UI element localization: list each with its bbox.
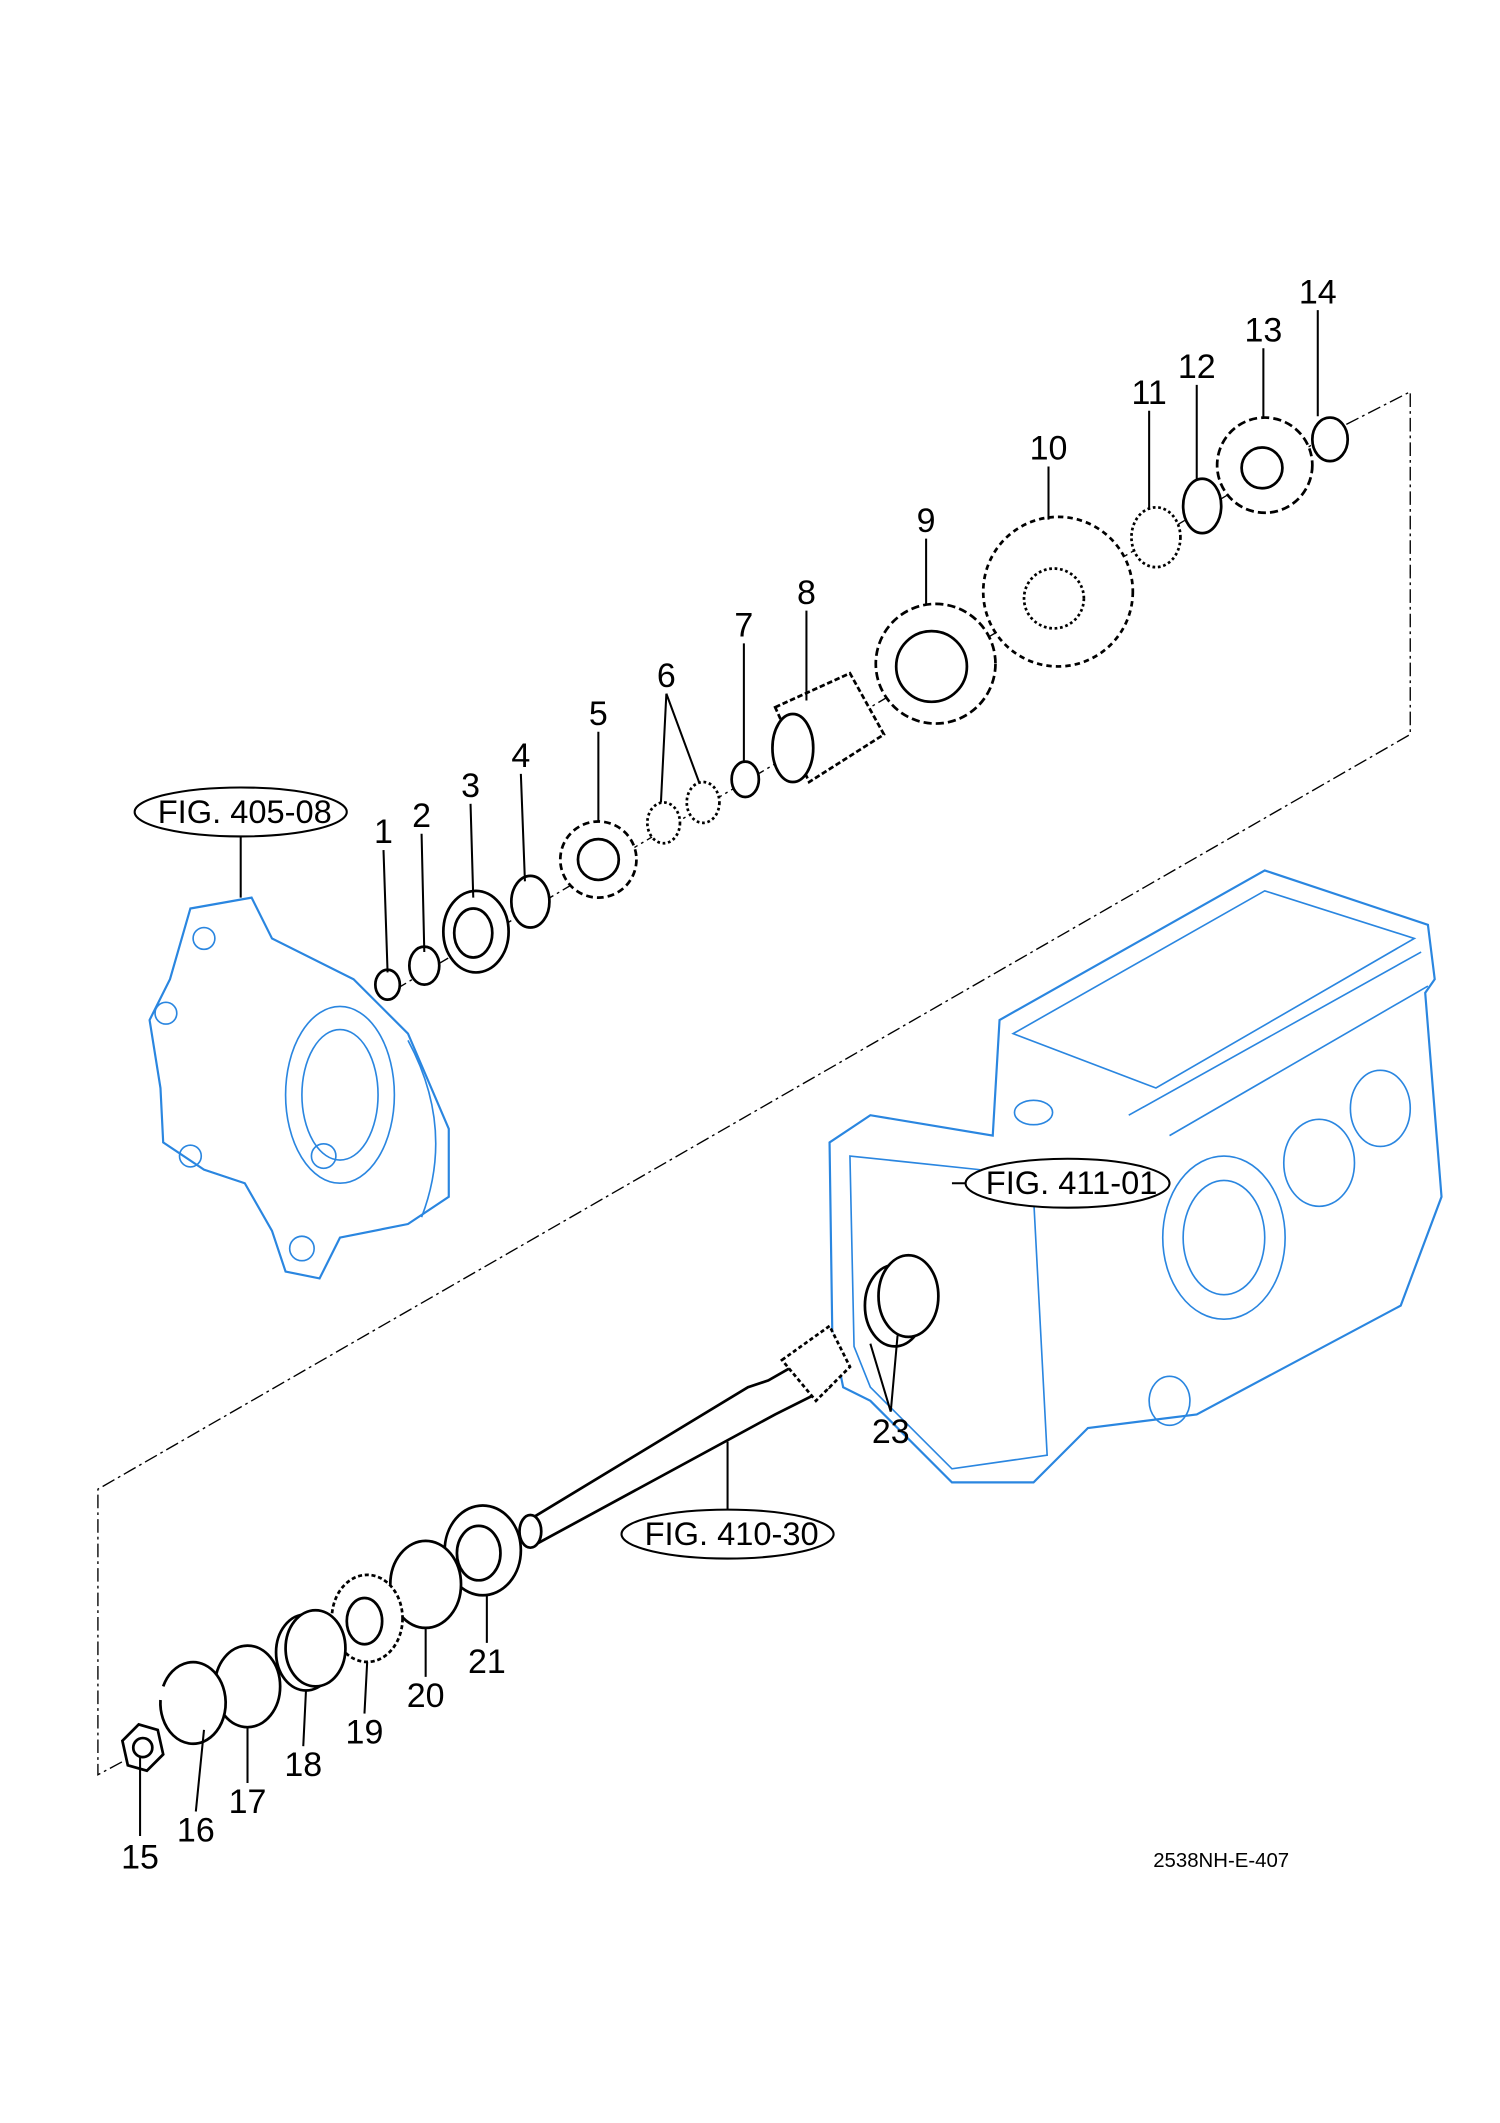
callout-16: 16: [177, 1811, 215, 1849]
fig-ref-label: FIG. 411-01: [986, 1164, 1158, 1201]
callout-6: 6: [657, 657, 676, 695]
part-14-snap-ring: [1310, 416, 1350, 463]
fig-ref-405-08[interactable]: FIG. 405-08: [133, 786, 348, 838]
fig-ref-411-01[interactable]: FIG. 411-01: [964, 1157, 1171, 1209]
callout-13: 13: [1244, 311, 1282, 349]
callout-2: 2: [412, 797, 431, 835]
fig-ref-label: FIG. 410-30: [645, 1515, 819, 1552]
callout-19: 19: [346, 1714, 384, 1752]
part-6-needle-bearing-b: [685, 780, 721, 825]
callout-4: 4: [511, 737, 530, 775]
leader-lines: [139, 310, 1319, 1836]
part-23-seal-ring-b: [877, 1253, 940, 1339]
fig-ref-label: FIG. 405-08: [158, 793, 332, 830]
callout-10: 10: [1030, 430, 1068, 468]
callout-8: 8: [797, 574, 816, 612]
part-16-snap-ring: [159, 1660, 228, 1746]
callout-9: 9: [917, 502, 936, 540]
callout-5: 5: [589, 695, 608, 733]
callout-11: 11: [1131, 374, 1166, 412]
lower-shaft-parts: [120, 1253, 940, 1773]
fig-ref-410-30[interactable]: FIG. 410-30: [620, 1508, 835, 1560]
callout-23: 23: [872, 1413, 910, 1451]
callout-21: 21: [468, 1643, 506, 1681]
part-2-washer: [407, 945, 441, 987]
callout-18: 18: [284, 1746, 322, 1784]
callout-12: 12: [1178, 348, 1216, 386]
callout-1: 1: [374, 813, 393, 851]
part-1-snap-ring: [373, 968, 402, 1001]
upper-shaft-parts: [373, 416, 1350, 1001]
part-12-washer: [1181, 477, 1223, 535]
part-6-needle-bearing: [645, 801, 682, 845]
drawing-code: 2538NH-E-407: [1153, 1850, 1289, 1872]
callout-14: 14: [1299, 273, 1337, 311]
callout-20: 20: [407, 1677, 445, 1715]
part-7-snap-ring: [730, 760, 761, 799]
callout-7: 7: [734, 607, 753, 645]
part-4-washer: [509, 874, 551, 929]
callout-15: 15: [121, 1839, 159, 1877]
callout-3: 3: [461, 767, 480, 805]
callout-17: 17: [229, 1783, 267, 1821]
part-11-needle-bearing: [1130, 505, 1182, 569]
front-housing: [148, 896, 450, 1280]
